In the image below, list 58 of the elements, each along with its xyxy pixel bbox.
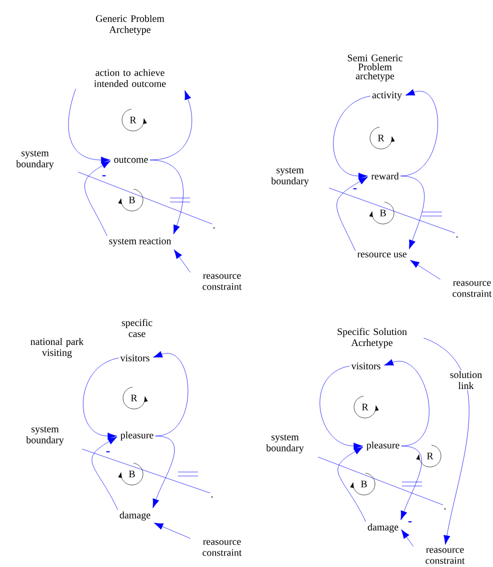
arrow bbox=[400, 446, 422, 520]
panel-title: Generic Problem Archetype bbox=[96, 14, 164, 36]
variable-label: visitors bbox=[120, 354, 150, 362]
variable-label: pleasure bbox=[120, 431, 154, 441]
annotation: system boundary bbox=[26, 426, 64, 446]
variable-label: pleasure bbox=[366, 441, 400, 451]
arrow bbox=[84, 160, 111, 236]
edge-label: - bbox=[352, 188, 358, 192]
variable-label: outcome bbox=[114, 157, 148, 163]
variable-label: system reaction bbox=[109, 238, 172, 246]
annotation: system boundary bbox=[271, 168, 309, 186]
variable-label: action to achieve intended outcome bbox=[94, 68, 166, 88]
variable-label: reasource constraint bbox=[426, 548, 465, 564]
loop-letter: B bbox=[379, 209, 387, 217]
arrow bbox=[152, 436, 175, 508]
annotation: system boundary bbox=[16, 150, 54, 170]
arrow bbox=[150, 160, 184, 234]
loop-letter: B bbox=[128, 470, 136, 478]
arrow bbox=[333, 96, 370, 180]
arrow bbox=[424, 338, 470, 545]
arrow bbox=[384, 359, 430, 446]
variable-label: resource use bbox=[357, 252, 406, 258]
arrow bbox=[154, 522, 190, 539]
loop-letter: R bbox=[129, 116, 137, 124]
variable-label: reasource constraint bbox=[202, 274, 242, 290]
arrow bbox=[320, 366, 363, 450]
panel-title: Semi Generic Problem archetype bbox=[348, 54, 402, 82]
arrow bbox=[83, 358, 119, 440]
arrow bbox=[68, 88, 110, 164]
variable-label: reasource constraint bbox=[452, 281, 492, 297]
variable-label: Specific Solution Acrhetype bbox=[338, 328, 407, 348]
loop-letter: R bbox=[130, 394, 138, 402]
edge-label: - bbox=[105, 450, 111, 456]
arrow bbox=[92, 436, 118, 510]
variable-label: reasource constraint bbox=[202, 540, 242, 556]
edge-label: solution link bbox=[445, 370, 487, 390]
loop-letter: B bbox=[128, 196, 136, 204]
variable-label: damage bbox=[120, 511, 150, 521]
annotation: national park visiting bbox=[30, 338, 84, 358]
annotation: specific case bbox=[122, 318, 152, 338]
arrow bbox=[400, 176, 424, 250]
arrow bbox=[153, 351, 188, 436]
variable-label: visitors bbox=[351, 362, 380, 370]
arrow bbox=[336, 176, 368, 252]
loop-letter: R bbox=[377, 134, 385, 142]
edge-label: - bbox=[101, 174, 107, 180]
annotation: system boundary bbox=[266, 434, 304, 454]
arrow bbox=[174, 249, 190, 273]
arrow bbox=[338, 446, 366, 522]
variable-label: reward bbox=[371, 172, 399, 180]
variable-label: activity bbox=[372, 92, 402, 100]
arrow bbox=[401, 529, 414, 547]
variable-label: damage bbox=[368, 523, 398, 533]
arrow bbox=[410, 260, 440, 280]
loop-letter: R bbox=[361, 403, 369, 411]
edge-label: - bbox=[407, 520, 413, 526]
loop-letter: R bbox=[426, 452, 434, 460]
loop-letter: B bbox=[360, 480, 368, 488]
